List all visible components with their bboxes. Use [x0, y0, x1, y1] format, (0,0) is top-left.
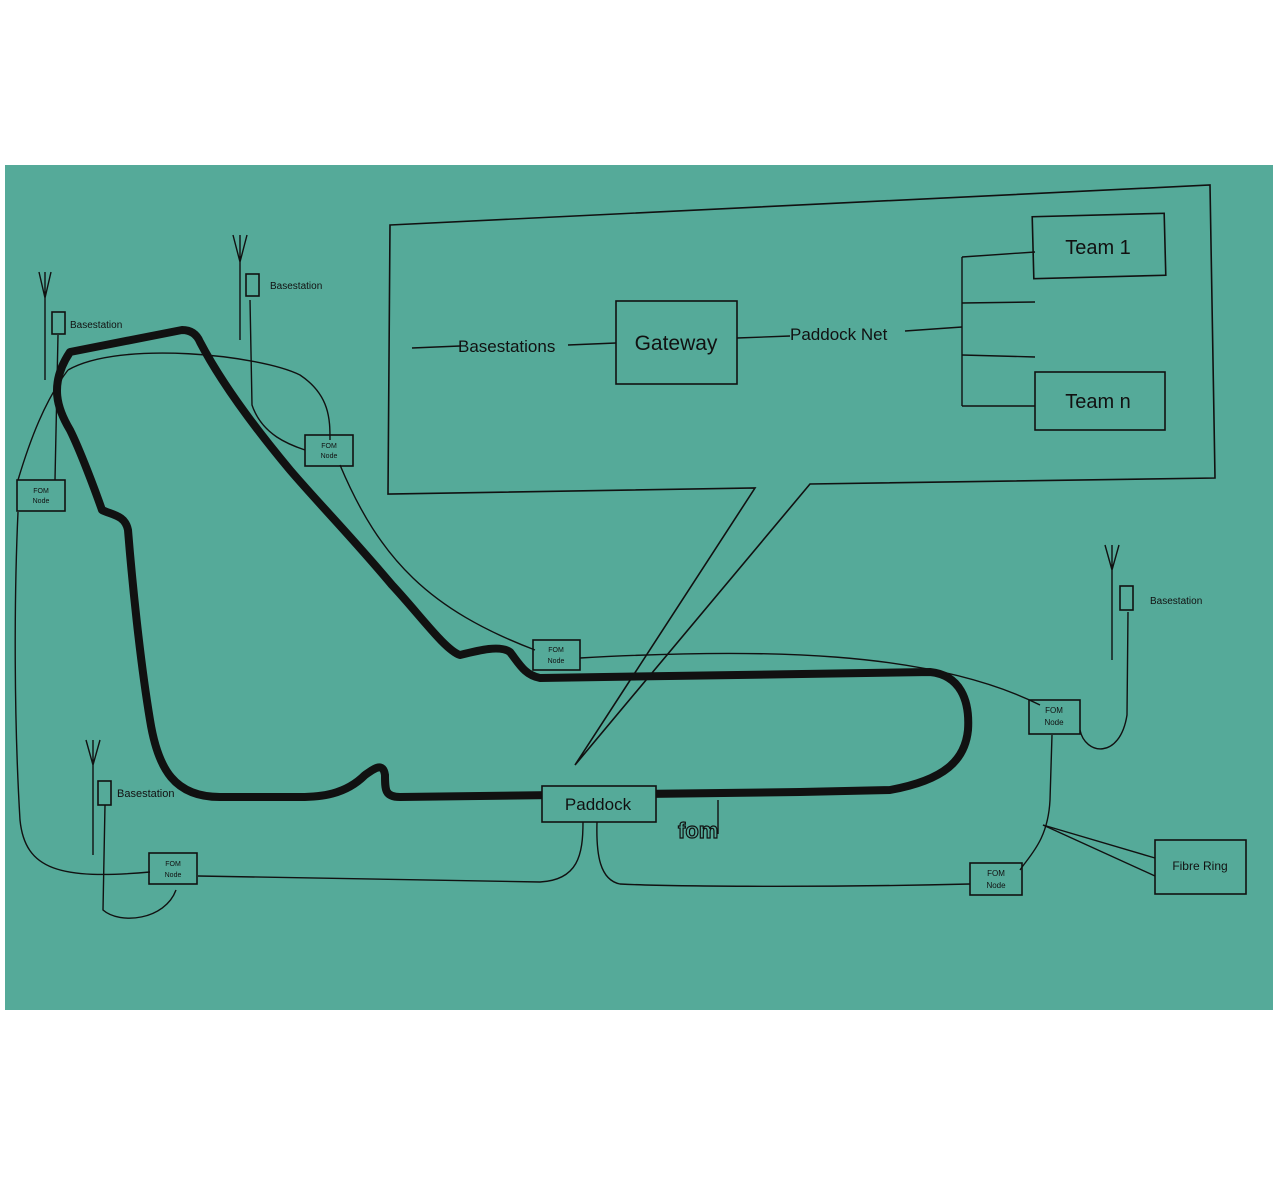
fom-node-line1: FOM — [165, 861, 181, 868]
basestation-4: Basestation — [85, 739, 174, 855]
basestation-1: Basestation — [38, 271, 122, 380]
fom-node-line2: Node — [321, 453, 338, 460]
callout-outline — [387, 184, 1216, 766]
fibre-top-left — [67, 352, 331, 441]
fom-node-box — [532, 639, 581, 671]
fibre-left-side — [14, 511, 151, 876]
fom-node-line2: Node — [1044, 718, 1064, 727]
fom-node-line2: Node — [165, 872, 182, 879]
paddock-label: Paddock — [565, 795, 632, 814]
fom-node-box — [148, 852, 198, 885]
fom-node-line2: Node — [548, 658, 565, 665]
team-n-label: Team n — [1065, 391, 1131, 413]
team-1-label: Team 1 — [1065, 237, 1131, 259]
fom-logo: fom — [677, 800, 719, 844]
fom-node-2: FOM Node — [304, 434, 354, 467]
antenna-icon — [85, 739, 101, 855]
basestations-gateway-line — [567, 342, 617, 346]
fibre-bottom-left — [197, 821, 584, 883]
fibre-bottom-right — [596, 821, 971, 888]
fom-node-5: FOM Node — [148, 852, 198, 885]
diagram-board — [5, 165, 1273, 1010]
fibre-ring-label: Fibre Ring — [1172, 859, 1227, 873]
antenna-icon — [1104, 544, 1120, 660]
fibre-pointer-1 — [1042, 824, 1156, 859]
team-n-box — [1034, 371, 1166, 431]
fom-node-box — [304, 434, 354, 467]
fom-node-3: FOM Node — [532, 639, 581, 671]
fom-node-box — [16, 479, 66, 512]
fom-node-1: FOM Node — [16, 479, 66, 512]
fom-node-line1: FOM — [548, 647, 564, 654]
paddock: Paddock — [541, 785, 657, 823]
fom-node-box — [969, 862, 1023, 896]
fom-node-4: FOM Node — [1028, 699, 1081, 735]
basestation-unit — [245, 273, 260, 297]
basestation-3-drop — [1079, 611, 1129, 750]
gateway-label: Gateway — [635, 332, 718, 355]
basestations-label: Basestations — [458, 337, 555, 356]
basestation-2: Basestation — [232, 234, 322, 340]
paddock-net-bus-line — [904, 326, 963, 332]
fom-logo-mark: fom — [678, 818, 718, 843]
basestation-4-drop — [102, 804, 177, 919]
basestations-input-line — [411, 345, 461, 349]
basestation-4-label: Basestation — [117, 788, 174, 800]
fibre-to-mid-node — [339, 464, 536, 651]
basestation-unit — [51, 311, 66, 335]
basestation-1-label: Basestation — [70, 320, 122, 331]
team-branch-2 — [961, 301, 1036, 304]
fom-node-line2: Node — [33, 498, 50, 505]
fom-node-box — [1028, 699, 1081, 735]
antenna-icon — [38, 271, 52, 380]
basestation-unit — [1119, 585, 1134, 611]
paddock-net-label: Paddock Net — [790, 325, 888, 344]
antenna-icon — [232, 234, 248, 340]
gateway-paddock-net-line — [736, 335, 791, 339]
fom-node-line2: Node — [986, 881, 1006, 890]
fom-node-line1: FOM — [1045, 706, 1063, 715]
network-overview-callout: Basestations Gateway Paddock Net Team 1 … — [387, 184, 1216, 766]
basestation-3: Basestation — [1104, 544, 1202, 660]
fibre-pointer-2 — [1042, 824, 1156, 877]
race-track — [53, 326, 973, 801]
basestation-3-label: Basestation — [1150, 596, 1202, 607]
basestation-2-drop — [249, 299, 306, 451]
basestation-unit — [97, 780, 112, 806]
fibre-ring-box — [1154, 839, 1247, 895]
fom-node-line1: FOM — [33, 488, 49, 495]
fibre-ring-callout: Fibre Ring — [1042, 824, 1247, 895]
paddock-box — [541, 785, 657, 823]
team-branch-3 — [961, 354, 1036, 358]
fom-node-6: FOM Node — [969, 862, 1023, 896]
team-1-box — [1031, 212, 1167, 280]
fibre-to-right-node — [579, 652, 1041, 706]
fom-node-line1: FOM — [987, 869, 1005, 878]
basestation-2-label: Basestation — [270, 281, 322, 292]
fom-node-line1: FOM — [321, 443, 337, 450]
fibre-right-down — [1019, 734, 1053, 871]
fibre-ring-lines — [14, 299, 1129, 919]
team-1-branch — [961, 251, 1036, 258]
gateway-box — [615, 300, 738, 385]
